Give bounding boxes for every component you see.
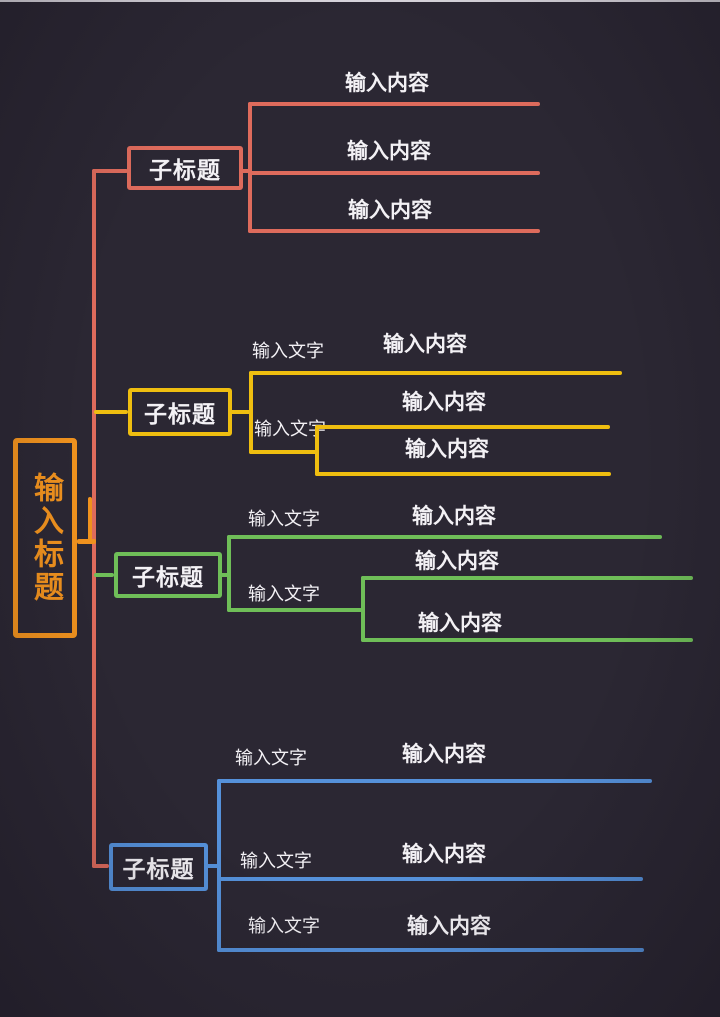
connector-line (228, 410, 251, 414)
root-node[interactable]: 输入标题 (13, 438, 77, 638)
topic-label[interactable]: 输入内容 (418, 612, 502, 635)
branch-1-box[interactable]: 子标题 (127, 146, 243, 190)
connector-line (94, 573, 114, 577)
node-underline (248, 102, 540, 106)
topic-label[interactable]: 输入内容 (348, 199, 432, 222)
topic-label[interactable]: 输入文字 (248, 509, 320, 529)
connector-line (361, 576, 365, 642)
connector-line (218, 573, 231, 577)
branch-2-box[interactable]: 子标题 (128, 388, 232, 436)
node-underline (248, 171, 540, 175)
trunk-line (92, 169, 96, 868)
connector-line (92, 169, 128, 173)
node-underline (217, 877, 643, 881)
connector-line (239, 169, 252, 173)
topic-label[interactable]: 输入文字 (254, 419, 326, 439)
connector-line (315, 425, 319, 476)
topic-label[interactable]: 输入内容 (383, 333, 467, 356)
connector-line (227, 535, 231, 612)
root-connector-line (88, 497, 92, 544)
node-underline (249, 450, 318, 454)
node-underline (315, 472, 611, 476)
topic-label[interactable]: 输入文字 (240, 851, 312, 871)
node-underline (361, 638, 693, 642)
root-connector-line (77, 539, 96, 544)
node-underline (249, 371, 622, 375)
topic-label[interactable]: 输入文字 (235, 748, 307, 768)
branch-3-label[interactable]: 子标题 (132, 564, 204, 590)
connector-line (217, 779, 221, 952)
node-underline (217, 779, 652, 783)
branch-3-box[interactable]: 子标题 (114, 552, 222, 598)
topic-label[interactable]: 输入内容 (345, 72, 429, 95)
node-underline (315, 425, 610, 429)
node-underline (227, 608, 364, 612)
branch-2-label[interactable]: 子标题 (144, 401, 216, 427)
root-label[interactable]: 输入标题 (29, 472, 62, 604)
topic-label[interactable]: 输入文字 (248, 916, 320, 936)
topic-label[interactable]: 输入内容 (407, 915, 491, 938)
branch-4-box[interactable]: 子标题 (109, 843, 208, 891)
topic-label[interactable]: 输入内容 (402, 391, 486, 414)
branch-4-label[interactable]: 子标题 (122, 856, 195, 882)
connector-line (248, 102, 252, 233)
connector-line (92, 864, 109, 868)
topic-label[interactable]: 输入内容 (402, 743, 486, 766)
branch-1-label[interactable]: 子标题 (149, 157, 221, 183)
topic-label[interactable]: 输入内容 (405, 438, 489, 461)
node-underline (217, 948, 644, 952)
topic-label[interactable]: 输入内容 (415, 550, 499, 573)
connector-line (94, 410, 128, 414)
screenshot-edge-artifact (0, 0, 720, 2)
topic-label[interactable]: 输入内容 (347, 140, 431, 163)
connector-line (249, 371, 253, 454)
topic-label[interactable]: 输入内容 (412, 505, 496, 528)
node-underline (227, 535, 662, 539)
topic-label[interactable]: 输入文字 (252, 341, 324, 361)
topic-label[interactable]: 输入内容 (402, 843, 486, 866)
node-underline (361, 576, 693, 580)
connector-line (204, 864, 219, 868)
node-underline (248, 229, 540, 233)
topic-label[interactable]: 输入文字 (248, 584, 320, 604)
